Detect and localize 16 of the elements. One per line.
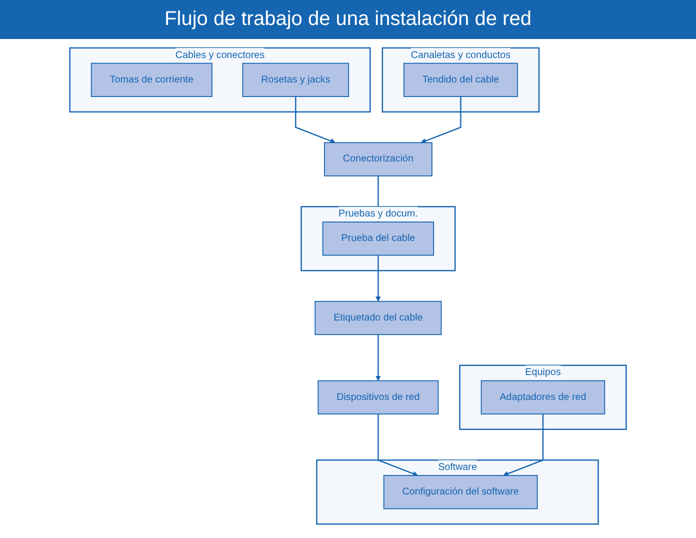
node-box: Rosetas y jacks [242, 62, 350, 97]
node-box: Conectorización [324, 142, 432, 176]
arrow [503, 414, 544, 476]
node-box: Tomas de corriente [90, 62, 212, 97]
node-box: Tendido del cable [403, 62, 518, 97]
arrow [378, 414, 418, 476]
node-box: Dispositivos de red [318, 380, 439, 414]
arrow [375, 255, 381, 302]
node-box: Configuración del software [383, 475, 538, 510]
title-banner: Flujo de trabajo de una instalación de red [0, 0, 696, 39]
arrow [295, 96, 336, 144]
arrow [375, 334, 381, 381]
node-box: Etiquetado del cable [314, 300, 442, 336]
arrow [420, 96, 462, 144]
node-box: Prueba del cable [322, 222, 434, 256]
node-box: Adaptadores de red [480, 380, 606, 414]
